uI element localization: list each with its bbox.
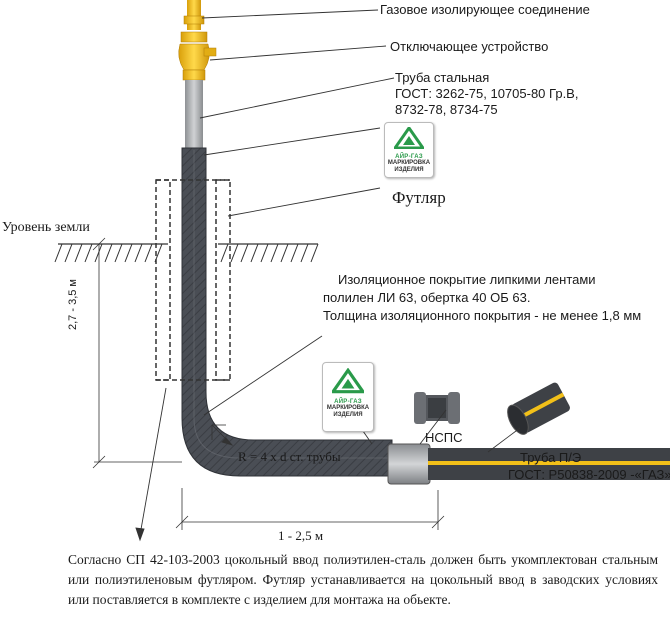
gas-insulating-joint [183,0,205,30]
radius-label: R = 4 x d ст. трубы [238,449,341,464]
bottom-note: Согласно СП 42-103-2003 цокольный ввод п… [68,552,658,607]
radius-indicator [211,424,234,446]
shutoff-label: Отключающее устройство [390,39,549,54]
logo-triangle-icon [392,125,426,150]
logo-triangle-icon [329,367,367,394]
nsps-icon [414,392,460,424]
logo-mark1: МАРКИРОВКА [387,160,431,166]
case-label: Футляр [392,188,446,207]
insulation-line3: Толщина изоляционного покрытия - не мене… [323,308,642,323]
length-dimension [175,488,445,530]
pe-pipe [428,448,670,480]
air-gas-logo-top: АЙР-ГАЗ МАРКИРОВКА ИЗДЕЛИЯ [384,122,434,178]
ground-level-label: Уровень земли [2,220,90,235]
depth-label: 2,7 - 3,5 м [66,279,79,330]
pe-pipe-label1: Труба П/Э [520,450,582,465]
leader-lines [135,9,521,542]
pe-pipe-label2: ГОСТ: Р50838-2009 -«ГАЗ» [508,467,670,482]
nsps-coupling [387,443,431,485]
logo-mark2: ИЗДЕЛИЯ [394,167,424,173]
nsps-label: НСПС [425,430,463,445]
insulation-line1: Изоляционное покрытие липкими лентами [338,272,596,287]
steel-pipe-gost1: ГОСТ: 3262-75, 10705-80 Гр.В, [395,86,579,101]
gas-joint-label: Газовое изолирующее соединение [380,2,590,17]
case-sleeve [155,179,231,381]
steel-pipe-gost2: 8732-78, 8734-75 [395,102,498,117]
ground-line [54,243,319,263]
steel-pipe-title: Труба стальная [395,70,490,85]
depth-dimension [92,237,182,469]
logo-mark1: МАРКИРОВКА [326,405,370,411]
shutoff-valve [178,31,217,81]
steel-pipe [185,80,203,148]
logo-mark2: ИЗДЕЛИЯ [333,412,363,418]
insulation-line2: полилен ЛИ 63, обертка 40 ОБ 63. [323,290,531,305]
air-gas-logo-bottom: АЙР-ГАЗ МАРКИРОВКА ИЗДЕЛИЯ [322,362,374,432]
logo-brand: АЙР-ГАЗ [334,399,362,405]
pe-pipe-icon [507,382,570,435]
length-label: 1 - 2,5 м [278,528,324,543]
logo-brand: АЙР-ГАЗ [395,154,423,160]
